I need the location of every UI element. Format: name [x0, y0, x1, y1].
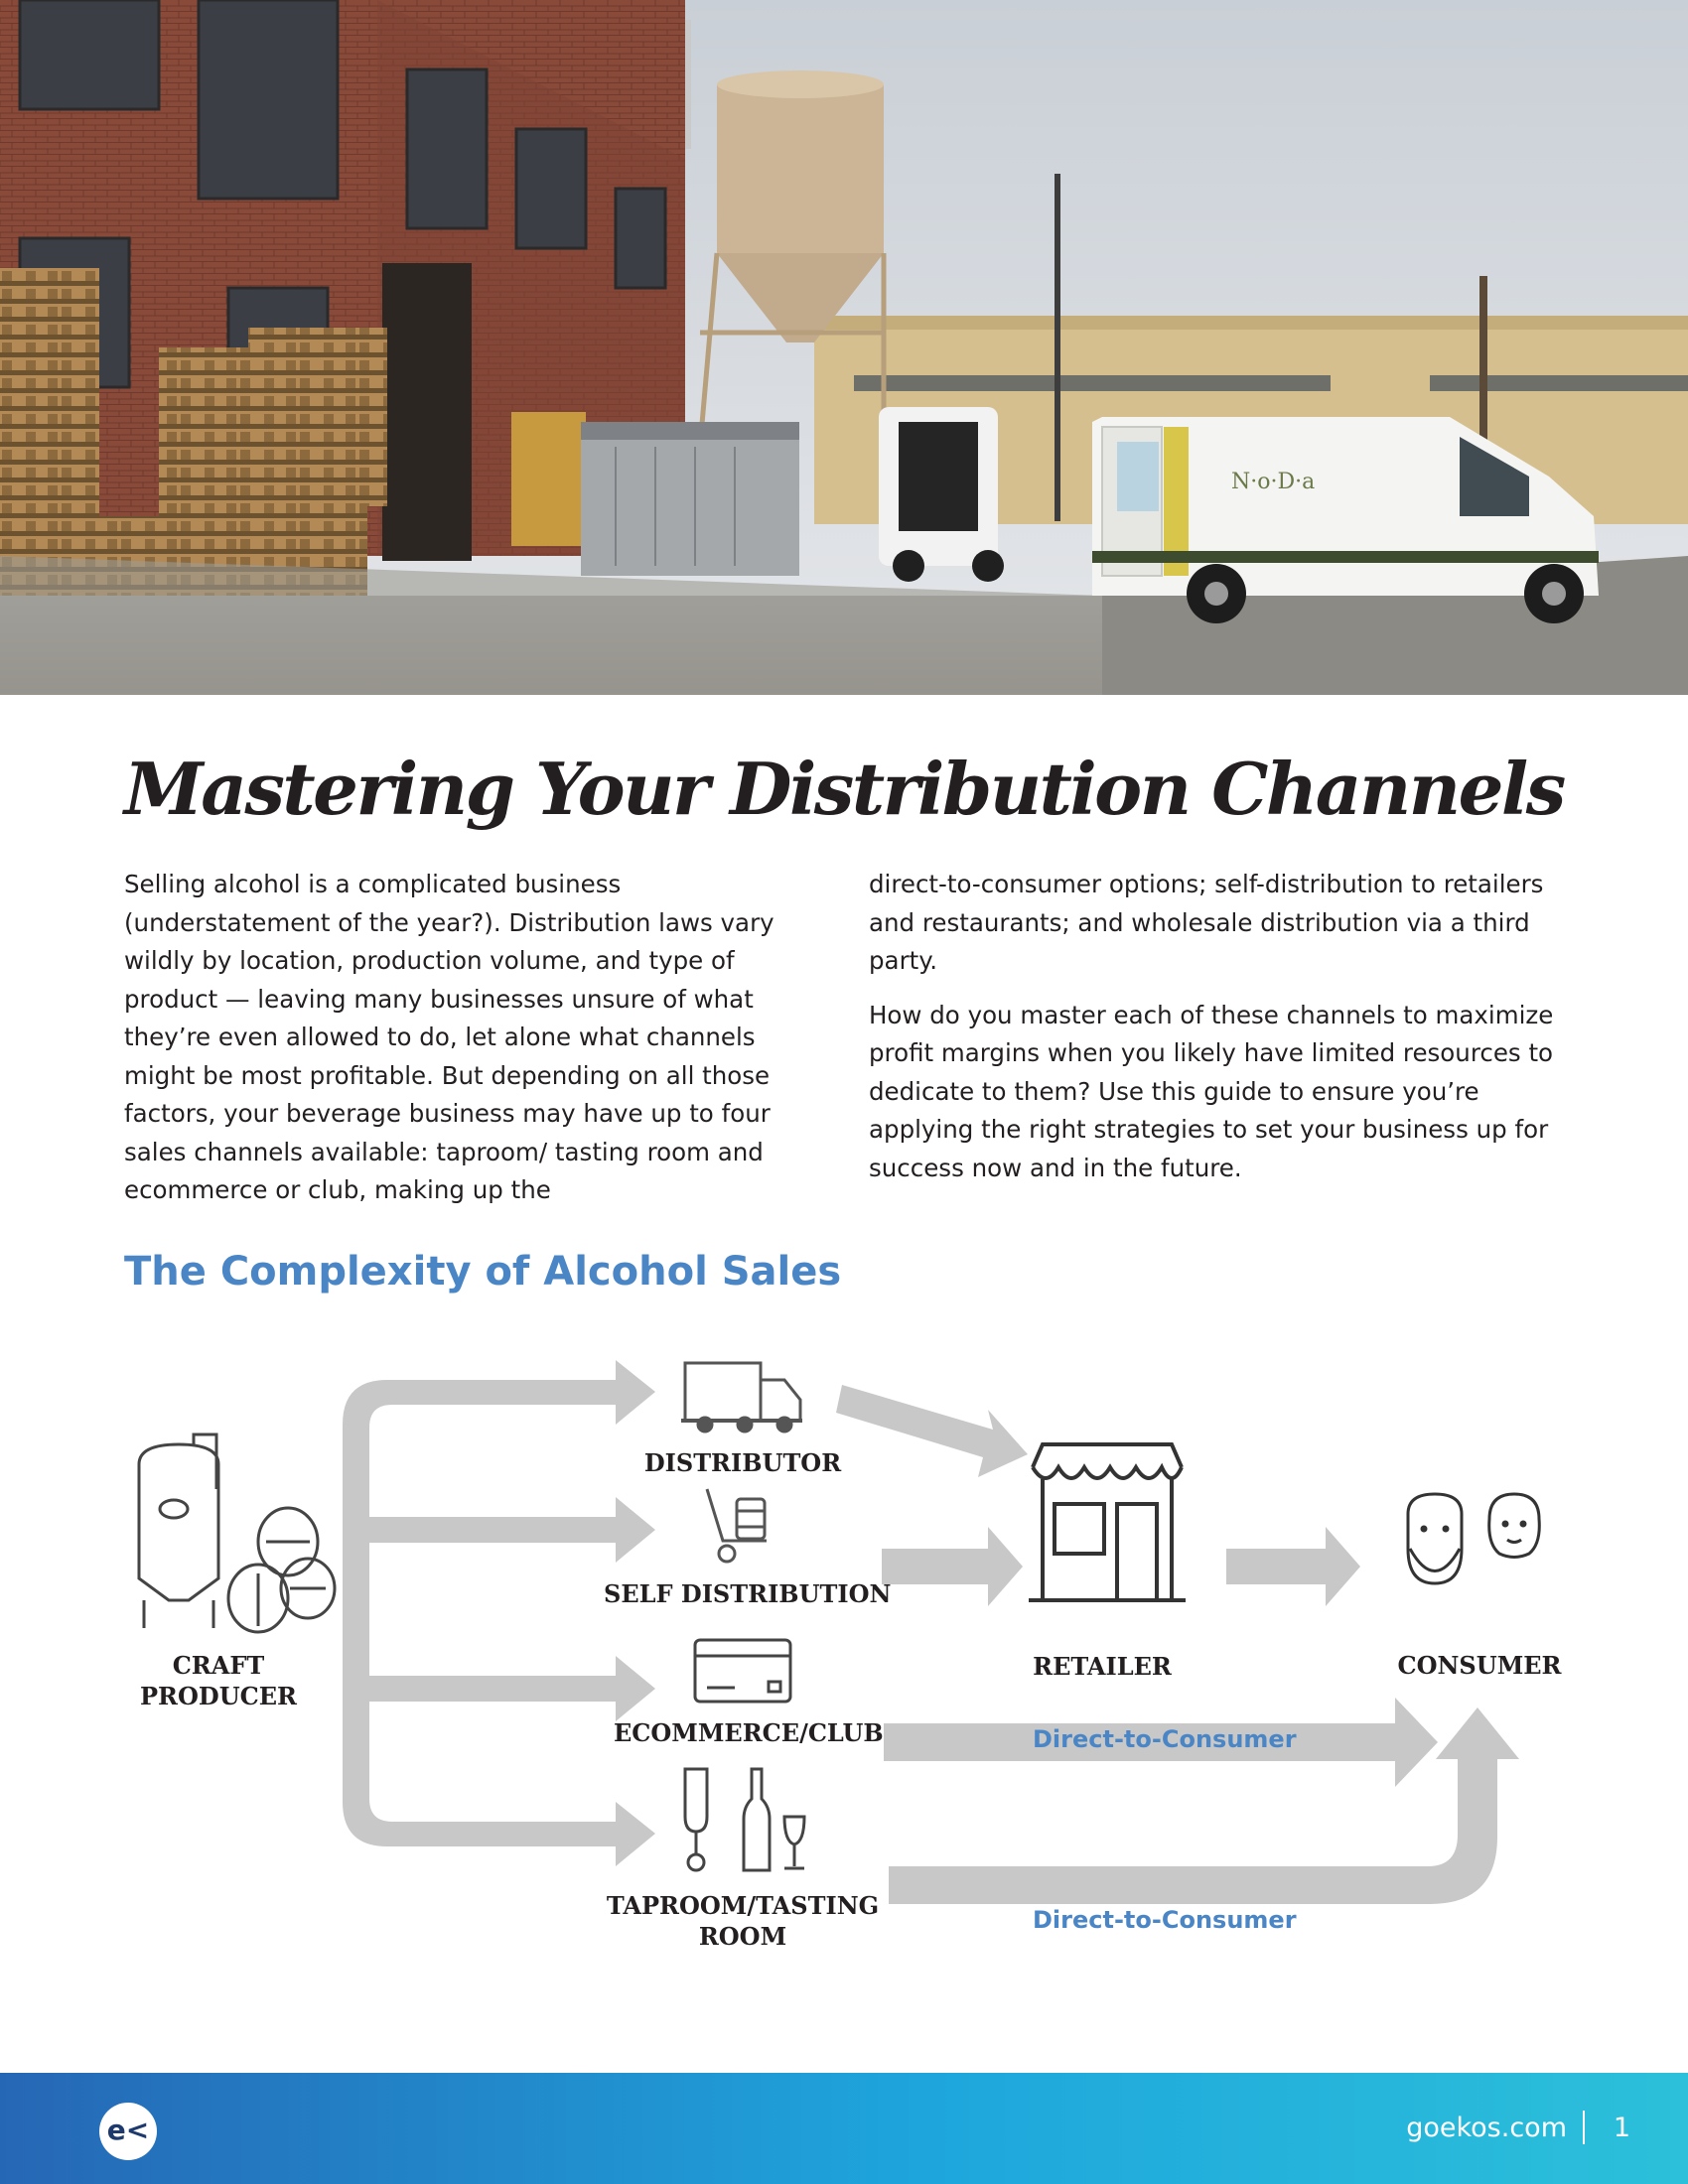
body-column-left: Selling alcohol is a complicated busines… [124, 866, 819, 1226]
footer-website-link[interactable]: goekos.com [1406, 2113, 1567, 2143]
fork-branch-ecommerce [369, 1676, 616, 1702]
fork-branch-self [369, 1517, 616, 1543]
arrowhead-self-distribution [616, 1497, 655, 1563]
arrowhead-ecommerce [616, 1656, 655, 1721]
arrow-retailer-consumer [1226, 1527, 1360, 1606]
arrowhead-distributor [616, 1360, 655, 1425]
consumer-label: CONSUMER [1397, 1651, 1562, 1680]
footer-divider [1583, 2111, 1585, 2144]
ekos-logo[interactable]: e< [99, 2103, 157, 2160]
arrowhead-taproom [616, 1802, 655, 1866]
taproom-tasting-room-label: TAPROOM/TASTING ROOM [606, 1891, 880, 1951]
flow-arrows [343, 1360, 1519, 1904]
svg-text:N·o·D·a: N·o·D·a [1231, 470, 1315, 494]
self-distribution-label: SELF DISTRIBUTION [604, 1579, 892, 1608]
craft-producer-label: CRAFT PRODUCER [140, 1651, 297, 1710]
guide-paragraph: How do you master each of these channels… [869, 1000, 1554, 1182]
credit-card-icon [693, 1638, 792, 1704]
ecommerce-club-label: ECOMMERCE/CLUB [614, 1718, 884, 1747]
intro-paragraph: Selling alcohol is a complicated busines… [124, 870, 774, 1204]
retailer-label: RETAILER [1033, 1652, 1172, 1681]
body-column-right: direct-to-consumer options; self-distrib… [869, 866, 1564, 1203]
page-number: 1 [1613, 2113, 1630, 2143]
section-heading: The Complexity of Alcohol Sales [124, 1249, 842, 1295]
direct-to-consumer-label-ecommerce: Direct-to-Consumer [1033, 1725, 1297, 1753]
distribution-diagram: CRAFT PRODUCER DISTRIBUTOR SELF DISTRIBU… [0, 1330, 1688, 1966]
fork-arrow-shaft [343, 1380, 616, 1846]
footer-bar: e< goekos.com 1 [0, 2073, 1688, 2184]
arrow-distributor-retailer [836, 1385, 1028, 1477]
page-title: Mastering Your Distribution Channels [124, 747, 1566, 831]
craft-producer-icon [137, 1433, 337, 1634]
keg-hand-truck-icon [705, 1488, 767, 1564]
hero-photo: N·o·D·a [0, 0, 1688, 695]
channels-paragraph: direct-to-consumer options; self-distrib… [869, 870, 1544, 975]
direct-to-consumer-label-taproom: Direct-to-Consumer [1033, 1906, 1297, 1934]
arrow-ecommerce-consumer [884, 1698, 1438, 1787]
storefront-icon [1029, 1442, 1186, 1602]
taproom-bottles-icon [683, 1767, 806, 1872]
arrow-self-retailer [882, 1527, 1023, 1606]
distributor-truck-icon [681, 1361, 802, 1433]
consumer-faces-icon [1406, 1492, 1541, 1585]
distributor-label: DISTRIBUTOR [643, 1448, 842, 1477]
arrow-taproom-consumer [889, 1707, 1519, 1904]
